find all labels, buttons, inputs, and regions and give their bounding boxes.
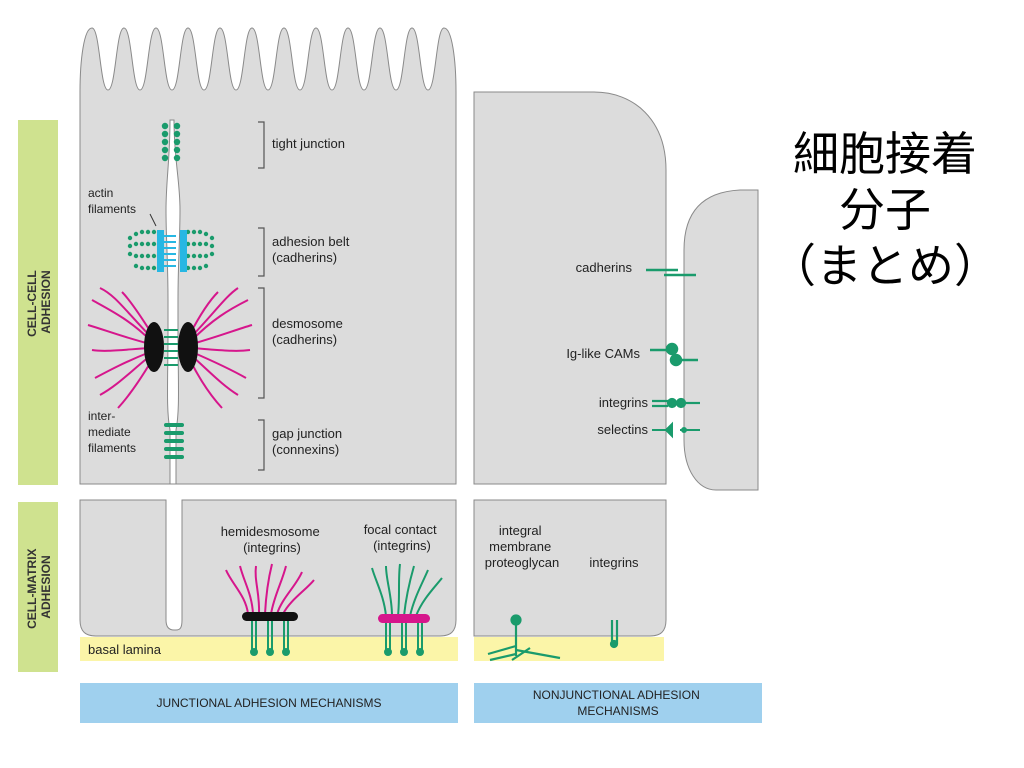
intermediate-filaments-label: inter- mediate filaments bbox=[88, 409, 136, 455]
title-line-2: 分子 bbox=[839, 183, 931, 237]
actin-pointer bbox=[149, 213, 157, 227]
desmosome bbox=[144, 322, 198, 372]
cadherins-molecule bbox=[646, 268, 696, 277]
page-title: 細胞接着 分子 （まとめ） bbox=[770, 126, 1000, 294]
proteoglycan-molecule bbox=[487, 614, 561, 662]
adhesion-belt-label: adhesion belt (cadherins) bbox=[272, 234, 353, 265]
intercellular-space bbox=[165, 119, 181, 485]
nonjunctional-cell-lower bbox=[473, 499, 667, 637]
desmosome-label: desmosome (cadherins) bbox=[272, 316, 346, 347]
ig-cams-molecule bbox=[650, 342, 698, 367]
title-line-3: （まとめ） bbox=[770, 239, 1000, 293]
gap-junction-label: gap junction (connexins) bbox=[272, 426, 346, 457]
nonjunctional-bar bbox=[474, 683, 762, 723]
hemidesmosome bbox=[225, 563, 315, 656]
integrins-molecule bbox=[652, 397, 700, 409]
cell-cell-label: CELL-CELL ADHESION bbox=[25, 267, 53, 337]
actin-filaments-label: actin filaments bbox=[88, 186, 136, 216]
cadherins-label: cadherins bbox=[576, 260, 633, 275]
focal-contact bbox=[371, 563, 443, 656]
neighbor-cell bbox=[683, 189, 759, 491]
integrins-cell-label: integrins bbox=[599, 395, 649, 410]
nonjunctional-cell-upper bbox=[473, 91, 667, 485]
focal-contact-label: focal contact (integrins) bbox=[364, 522, 441, 553]
gap-junction bbox=[164, 423, 184, 459]
hemidesmosome-label: hemidesmosome (integrins) bbox=[221, 524, 324, 555]
tight-junction-label: tight junction bbox=[272, 136, 345, 151]
intermediate-filaments bbox=[87, 287, 253, 409]
epithelial-cells-lower bbox=[79, 499, 457, 637]
selectins-label: selectins bbox=[597, 422, 648, 437]
adhesion-belt bbox=[127, 229, 215, 272]
nonjunctional-label: NONJUNCTIONAL ADHESION MECHANISMS bbox=[533, 688, 703, 718]
junctional-label: JUNCTIONAL ADHESION MECHANISMS bbox=[157, 696, 382, 710]
selectins-molecule bbox=[652, 421, 700, 439]
ig-cams-label: Ig-like CAMs bbox=[566, 346, 640, 361]
cell-cell-side-bar bbox=[18, 120, 58, 485]
matrix-integrins-molecule bbox=[609, 620, 619, 649]
junctional-bar bbox=[80, 683, 458, 723]
cell-matrix-side-bar bbox=[18, 502, 58, 672]
cell-matrix-label: CELL-MATRIX ADHESION bbox=[25, 545, 53, 629]
title-line-1: 細胞接着 bbox=[793, 127, 977, 181]
junction-brackets bbox=[258, 121, 265, 471]
tight-junction-strands bbox=[161, 122, 181, 162]
integral-proteoglycan-label: integral membrane proteoglycan bbox=[485, 523, 559, 570]
integrins-matrix-label: integrins bbox=[589, 555, 639, 570]
basal-lamina-label: basal lamina bbox=[88, 642, 162, 657]
